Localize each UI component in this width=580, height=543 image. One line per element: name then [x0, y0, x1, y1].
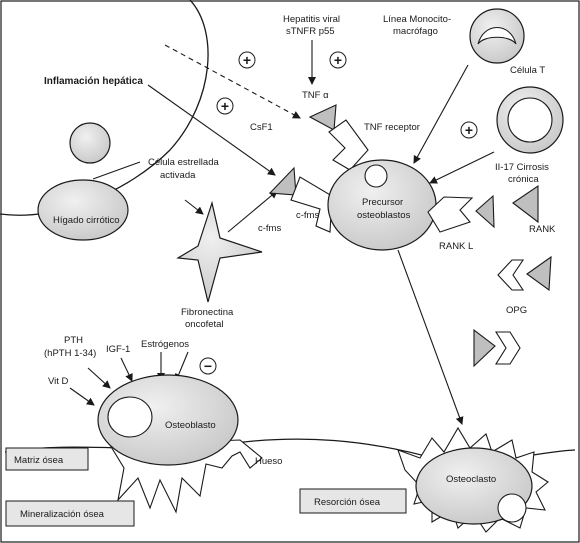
- precursor-label-2: osteoblastos: [357, 210, 411, 221]
- il17-label-2: crónica: [508, 174, 539, 185]
- resorption-box: [299, 488, 407, 514]
- pth-arrow: [87, 367, 111, 389]
- plus-sign-3: +: [221, 98, 229, 114]
- precursor-osteoclast-arrow: [397, 249, 464, 425]
- stellate-star: [176, 200, 263, 303]
- plus-sign-1: +: [243, 52, 251, 68]
- opg-bottom-chevron: [495, 331, 521, 365]
- estrogens-label: Estrógenos: [141, 339, 189, 350]
- monocyte-label-2: macrófago: [393, 26, 438, 37]
- plus-circle-3: [216, 97, 234, 115]
- monocyte-nucleus: [477, 27, 517, 45]
- opg-chevron: [497, 259, 525, 291]
- csf1-triangle: [268, 166, 297, 196]
- t-cell-label: Célula T: [510, 65, 545, 76]
- rankl-shape: [427, 196, 474, 233]
- opg-bottom-triangle: [473, 328, 496, 368]
- fibronectin-label-1: Fibronectina: [181, 307, 234, 318]
- star-to-cfms-arrow: [227, 190, 278, 233]
- opg-label: OPG: [506, 305, 527, 316]
- tcell-arrow: [429, 151, 495, 184]
- csf1-label: CsF1: [250, 122, 273, 133]
- liver-link-line: [92, 161, 141, 180]
- bone-matrix-box: [5, 447, 89, 471]
- cirrhotic-liver-label: Hígado cirrótico: [53, 215, 120, 226]
- tnf-alpha-label: TNF α: [302, 90, 329, 101]
- precursor-nucleus: [364, 164, 388, 188]
- tnf-triangle: [308, 104, 337, 131]
- small-cell: [69, 122, 111, 164]
- cfms-label-1: c-fms: [258, 223, 281, 234]
- il17-label-1: II-17 Cirrosis: [495, 162, 549, 173]
- monocyte-arrow: [413, 64, 469, 164]
- pth-label-1: PTH: [64, 335, 83, 346]
- osteoblast-label: Osteoblasto: [165, 420, 216, 431]
- rank-triangle-1: [475, 194, 495, 229]
- hepatitis-label-1: Hepatitis viral: [283, 14, 340, 25]
- monocyte-label-1: Línea Monocito-: [383, 14, 451, 25]
- fibronectin-label-2: oncofetal: [185, 319, 224, 330]
- stellate-label-1: Célula estrellada: [148, 157, 219, 168]
- plus-sign-2: +: [334, 52, 342, 68]
- osteoblast-nucleus: [107, 396, 153, 438]
- opg-triangle: [526, 255, 552, 292]
- vitd-label: Vit D: [48, 376, 69, 387]
- rankl-label: RANK L: [439, 241, 473, 252]
- rank-triangle-2: [512, 184, 539, 224]
- dashed-arrow: [164, 44, 301, 119]
- minus-sign: −: [204, 358, 212, 374]
- csf1-arrow: [147, 84, 276, 176]
- cirrhotic-liver-cell: [37, 179, 129, 241]
- resorption-label: Resorción ósea: [314, 497, 381, 508]
- osteoclast-label: Osteoclasto: [446, 474, 496, 485]
- igf1-label: IGF-1: [106, 344, 130, 355]
- minus-circle: [199, 357, 217, 375]
- cfms-receptor: [290, 176, 333, 233]
- mineralization-box: [5, 500, 135, 527]
- t-cell-nucleus: [507, 97, 553, 143]
- inflammation-label: Inflamación hepática: [44, 76, 143, 87]
- pth-label-2: (hPTH 1-34): [44, 348, 96, 359]
- mineralization-label: Mineralización ósea: [20, 509, 105, 520]
- igf1-arrow: [120, 357, 133, 382]
- precursor-label-1: Precursor: [362, 197, 403, 208]
- osteoclast-nucleus: [497, 493, 527, 523]
- plus-sign-4: +: [465, 122, 473, 138]
- cfms-label-2: c-fms: [296, 210, 319, 221]
- stellate-label-2: activada: [160, 170, 196, 181]
- hepatitis-label-2: sTNFR p55: [286, 26, 335, 37]
- plus-circle-2: [329, 51, 347, 69]
- plus-circle-4: [460, 121, 478, 139]
- rank-label: RANK: [529, 224, 556, 235]
- tnf-receptor-label: TNF receptor: [364, 122, 420, 133]
- bone-matrix-label: Matriz ósea: [14, 455, 64, 466]
- plus-circle-1: [238, 51, 256, 69]
- vitd-arrow: [69, 387, 95, 406]
- stellate-arrow: [184, 199, 204, 215]
- bone-label: Hueso: [255, 456, 282, 467]
